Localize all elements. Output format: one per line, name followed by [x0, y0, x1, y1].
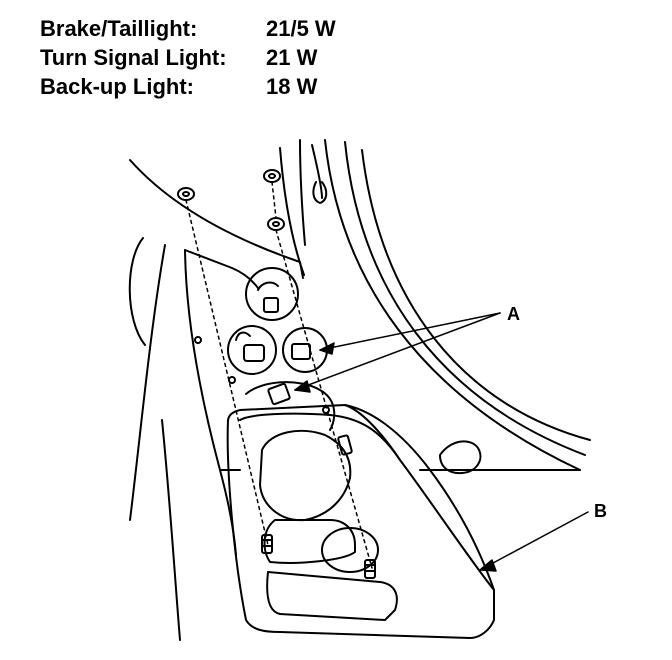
- taillight-housing: [226, 404, 495, 639]
- callout-label-b: B: [594, 501, 607, 521]
- mounting-hole: [194, 336, 202, 344]
- spec-label: Brake/Taillight:: [40, 15, 198, 41]
- brake-lens: [259, 429, 352, 522]
- arrowhead: [294, 380, 311, 393]
- turn-socket: [227, 325, 277, 375]
- turn-lens: [263, 519, 356, 564]
- leader-line-b: [479, 511, 589, 571]
- spec-row-backup: Back-up Light: 18 W: [40, 72, 336, 101]
- callout-leaders: [294, 312, 589, 572]
- bulb-socket-connector: [263, 297, 279, 313]
- bulb-sockets: [194, 267, 336, 431]
- turn-reflector: [321, 527, 379, 573]
- callout-label-a: A: [507, 304, 520, 324]
- mounting-nuts: [177, 169, 285, 231]
- bulb-socket-connector: [267, 382, 291, 406]
- arrowhead: [319, 342, 335, 355]
- leader-line-a: [319, 312, 501, 351]
- taillight-assembly: [226, 404, 495, 639]
- bulb-socket-connector: [243, 344, 265, 362]
- bulb-spec-table: Brake/Taillight: 21/5 W Turn Signal Ligh…: [40, 14, 336, 101]
- bulb-socket-connector: [291, 343, 311, 360]
- spec-row-brake: Brake/Taillight: 21/5 W: [40, 14, 336, 43]
- stud-bolt: [364, 559, 376, 579]
- nut: [177, 187, 195, 201]
- brake-socket: [245, 267, 299, 321]
- nut: [267, 217, 285, 231]
- spec-row-turn: Turn Signal Light: 21 W: [40, 43, 336, 72]
- vehicle-body: [128, 139, 591, 641]
- spec-label: Turn Signal Light:: [40, 44, 227, 70]
- spec-value: 21 W: [266, 44, 318, 70]
- stud-bolt: [261, 534, 273, 554]
- mounting-hole: [228, 376, 236, 384]
- stud-bolt: [337, 434, 353, 456]
- spec-value: 18 W: [266, 73, 318, 99]
- alignment-lines: [185, 181, 373, 569]
- arrowhead: [479, 559, 497, 572]
- backup-lens: [266, 571, 398, 621]
- spec-value: 21/5 W: [266, 15, 336, 41]
- leader-line-a: [294, 312, 501, 391]
- nut: [263, 169, 281, 183]
- spec-label: Back-up Light:: [40, 73, 194, 99]
